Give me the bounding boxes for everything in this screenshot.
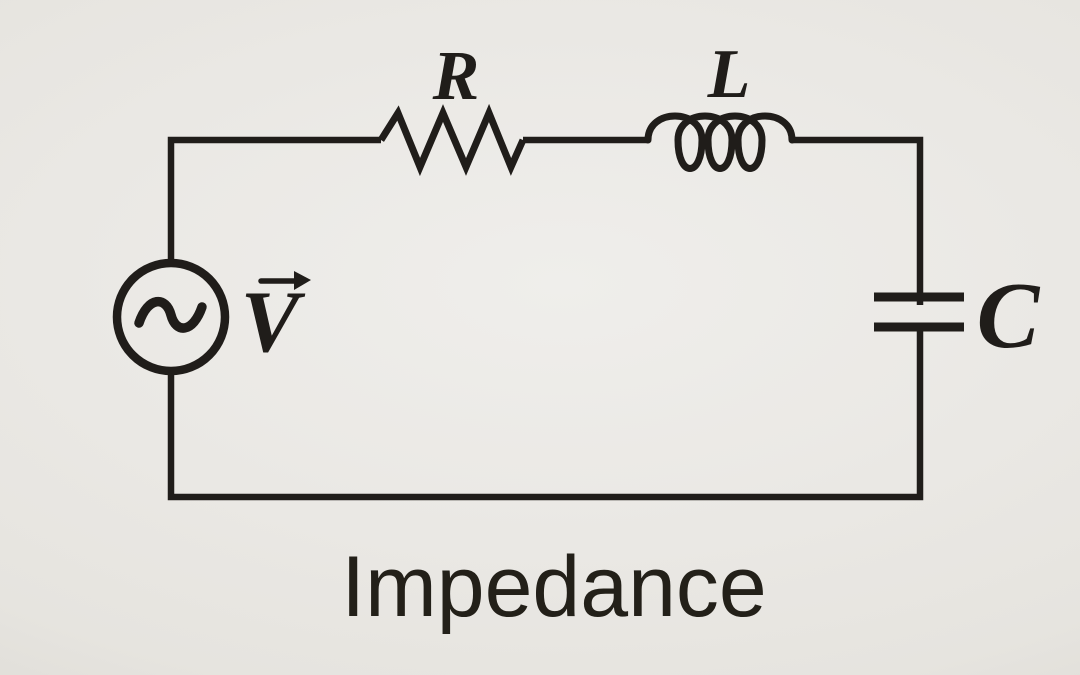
diagram-caption: Impedance — [341, 539, 767, 635]
source-label: V — [241, 274, 306, 371]
wire-top-right — [792, 136, 924, 305]
resistor-label: R — [432, 38, 480, 115]
resistor-icon — [378, 103, 527, 177]
capacitor-icon — [874, 292, 964, 332]
inductor-icon — [644, 112, 796, 172]
vector-arrow-head — [294, 271, 311, 290]
ac-source-icon — [112, 258, 230, 376]
ac-source-circle — [112, 258, 230, 376]
sine-wave-icon — [134, 296, 207, 333]
wire-bottom-loop — [167, 327, 924, 501]
vector-arrow-icon — [258, 271, 311, 290]
inductor-label: L — [707, 36, 751, 113]
wire-top-left — [167, 136, 381, 262]
circuit-wires — [167, 136, 924, 501]
capacitor-label: C — [977, 264, 1041, 368]
